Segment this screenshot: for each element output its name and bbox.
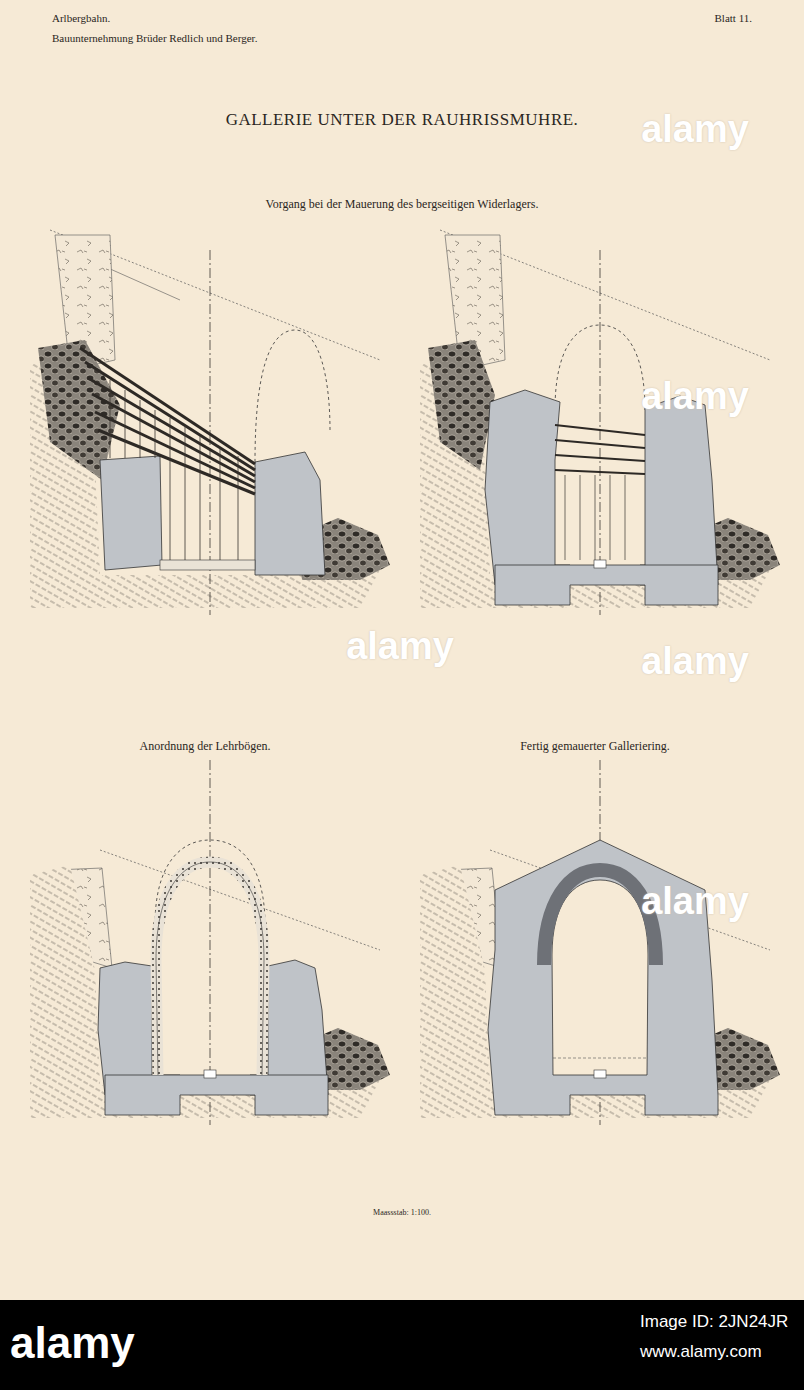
watermark: alamy: [641, 640, 749, 684]
watermark: alamy: [641, 880, 749, 924]
sheet-number: Blatt 11.: [715, 12, 752, 25]
header-text: Bauunternehmung Brüder Redlich und Berge…: [52, 32, 257, 45]
figure-heading: Anordnung der Lehrbögen.: [140, 740, 271, 754]
header-text: Arlbergbahn.: [52, 12, 110, 25]
watermark-logo: alamy: [10, 1318, 135, 1369]
figure-heading: Vorgang bei der Mauerung des bergseitige…: [266, 198, 539, 212]
watermark: alamy: [346, 625, 454, 669]
scale-note: Maassstab: 1:100.: [373, 1208, 431, 1217]
figure-heading: Fertig gemauerter Galleriering.: [520, 740, 670, 754]
sheet-title: GALLERIE UNTER DER RAUHRISSMUHRE.: [226, 110, 579, 130]
watermark-url: www.alamy.com: [640, 1342, 762, 1362]
watermark: alamy: [641, 375, 749, 419]
image-id: Image ID: 2JN24JR: [640, 1312, 788, 1332]
watermark: alamy: [641, 108, 749, 152]
